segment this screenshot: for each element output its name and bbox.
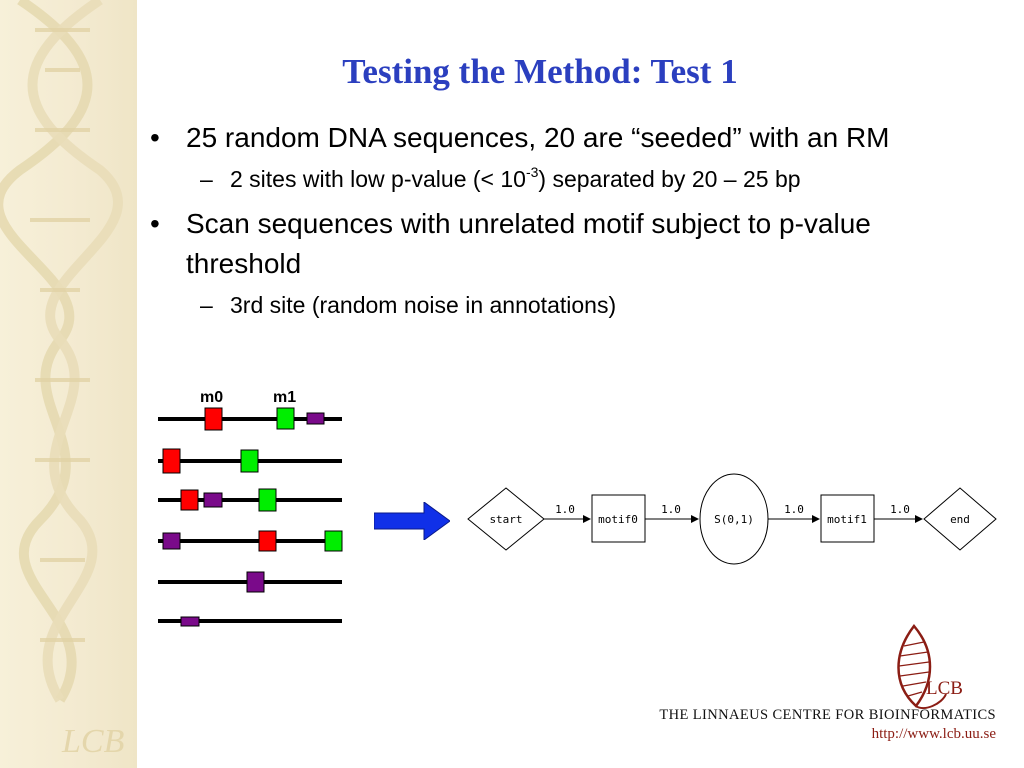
m0-site	[180, 489, 199, 511]
hmm-node-end	[923, 487, 997, 551]
m0-site	[204, 407, 223, 431]
hmm-node-motif0	[591, 494, 646, 543]
bullet-text: Scan sequences with unrelated motif subj…	[186, 208, 871, 279]
motif-label-m0: m0	[200, 389, 223, 406]
m1-site	[324, 530, 343, 552]
hmm-node-label: motif1	[827, 513, 867, 526]
hmm-node-label: start	[489, 513, 522, 526]
sub-bullet-text-pre: 2 sites with low p-value (< 10	[230, 166, 526, 192]
hmm-edge-label: 1.0	[661, 503, 681, 516]
sub-bullet-text: 3rd site (random noise in annotations)	[230, 292, 617, 318]
hmm-diagram: start 1.0 motif0 1.0 S(0,1) 1.0 motif1 1…	[467, 473, 997, 565]
hmm-node-label: end	[950, 513, 970, 526]
decorative-sidebar: LCB	[0, 0, 137, 768]
bullet-list: • 25 random DNA sequences, 20 are “seede…	[150, 118, 970, 330]
m1-site	[276, 407, 295, 430]
exponent: -3	[525, 164, 539, 180]
sub-bullet-item: – 3rd site (random noise in annotations)	[150, 290, 970, 320]
hmm-edge-label: 1.0	[555, 503, 575, 516]
noise-site	[246, 571, 265, 593]
lcb-url-link[interactable]: http://www.lcb.uu.se	[871, 726, 996, 742]
dna-helix-watermark: LCB	[0, 0, 125, 760]
bullet-item: • Scan sequences with unrelated motif su…	[150, 204, 970, 284]
slide-title: Testing the Method: Test 1	[342, 52, 738, 91]
lcb-logo-text: LCB	[926, 678, 963, 699]
hmm-edge-label: 1.0	[890, 503, 910, 516]
lcb-footer: LCB THE LINNAEUS CENTRE FOR BIOINFORMATI…	[640, 620, 1010, 760]
lcb-leaf-logo-icon	[897, 624, 947, 710]
lcb-watermark: LCB	[61, 723, 125, 760]
sub-bullet-text-post: ) separated by 20 – 25 bp	[538, 166, 801, 192]
bullet-text: 25 random DNA sequences, 20 are “seeded”…	[186, 122, 890, 153]
sub-bullet-item: – 2 sites with low p-value (< 10-3) sepa…	[150, 164, 970, 194]
noise-site	[180, 616, 200, 627]
noise-site	[203, 492, 223, 508]
m1-site	[258, 488, 277, 512]
noise-site	[306, 412, 325, 425]
hmm-node-motif1	[820, 494, 875, 543]
noise-site	[162, 532, 181, 550]
bullet-marker: •	[150, 122, 160, 153]
bullet-marker: •	[150, 208, 160, 239]
m0-site	[258, 530, 277, 552]
bullet-item: • 25 random DNA sequences, 20 are “seede…	[150, 118, 970, 158]
m1-site	[240, 449, 259, 473]
motif-label-m1: m1	[273, 389, 296, 406]
lcb-tagline: THE LINNAEUS CENTRE FOR BIOINFORMATICS	[659, 707, 996, 723]
hmm-edge-label: 1.0	[784, 503, 804, 516]
hmm-node-label: motif0	[598, 513, 638, 526]
sequence-diagram: m0 m1	[158, 389, 343, 627]
sub-bullet-marker: –	[200, 292, 213, 318]
m0-site	[162, 448, 181, 474]
hmm-node-label: S(0,1)	[714, 513, 754, 526]
right-arrow-icon	[374, 502, 450, 540]
sub-bullet-marker: –	[200, 166, 213, 192]
